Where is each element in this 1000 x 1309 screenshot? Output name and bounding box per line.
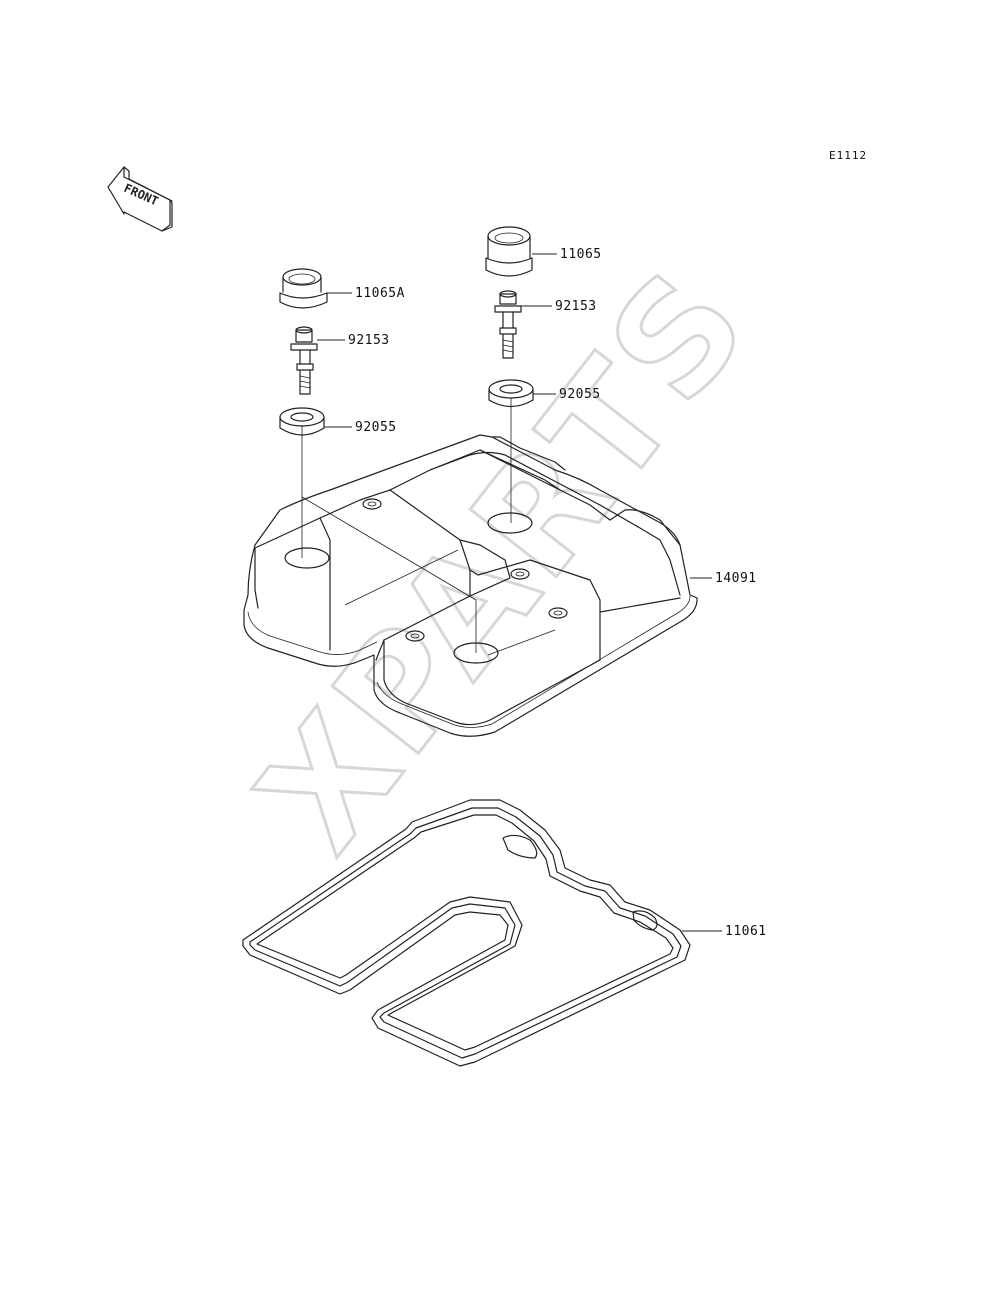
part-label-14091: 14091 (715, 571, 757, 586)
bolt-92153-right-drawing (494, 290, 522, 359)
cap-11065a-drawing (279, 268, 328, 309)
part-label-11065a: 11065A (355, 286, 405, 301)
part-label-92153-right: 92153 (555, 299, 597, 314)
cylinder-head-cover-drawing (243, 398, 698, 737)
part-label-92055-left: 92055 (355, 420, 397, 435)
part-label-11061: 11061 (725, 924, 767, 939)
diagram-code: E1112 (829, 149, 868, 162)
bolt-92153-left-drawing (290, 326, 318, 395)
gasket-drawing (242, 799, 691, 1067)
cap-11065-drawing (485, 226, 533, 277)
part-label-11065: 11065 (560, 247, 602, 262)
part-label-92153-left: 92153 (348, 333, 390, 348)
front-arrow-icon: FRONT (107, 166, 173, 232)
part-label-92055-right: 92055 (559, 387, 601, 402)
